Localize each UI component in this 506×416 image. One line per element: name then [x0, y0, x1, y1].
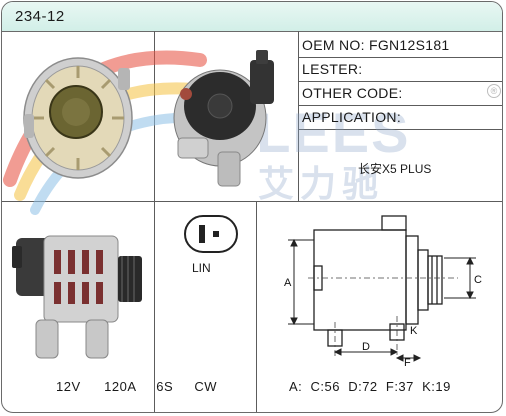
connector-label: LIN	[192, 261, 211, 275]
dim-label-a: A	[284, 277, 292, 289]
divider-info	[298, 31, 299, 201]
registered-mark-icon: ®	[487, 84, 501, 98]
alternator-side-photo	[12, 235, 142, 359]
divider-bottom-left	[154, 201, 155, 412]
spec-amperage: 120A	[104, 379, 137, 394]
oem-label: OEM NO:	[302, 37, 365, 53]
application-row: APPLICATION:	[302, 109, 401, 125]
part-number-title: 234-12	[15, 8, 65, 25]
row-line-2	[298, 81, 502, 82]
lin-connector-icon	[184, 215, 238, 253]
row-line-4	[298, 129, 502, 130]
spec-rotation: CW	[194, 379, 218, 394]
dim-label-f: F	[404, 357, 411, 368]
application-value: 长安X5 PLUS	[358, 162, 432, 176]
divider-middle	[2, 201, 502, 202]
row-line-1	[298, 57, 502, 58]
other-code-label: OTHER CODE:	[302, 85, 403, 101]
divider-left	[154, 31, 155, 201]
application-label: APPLICATION:	[302, 109, 402, 125]
oem-value: FGN12S181	[368, 37, 450, 53]
dimension-drawing: A C D F K	[284, 215, 482, 368]
dimensions-summary: A: C:56 D:72 F:37 K:19	[289, 379, 451, 394]
lester-label: LESTER:	[302, 61, 363, 77]
divider-bottom-right	[256, 201, 257, 412]
spec-voltage: 12V	[56, 379, 81, 394]
other-code-row: OTHER CODE:	[302, 85, 403, 101]
alternator-front-photo	[23, 57, 133, 179]
spec-pulley: 6S	[156, 379, 174, 394]
header-bar: 234-12	[2, 2, 502, 32]
dim-label-c: C	[474, 274, 482, 286]
alternator-back-photo	[173, 50, 274, 187]
oem-row: OEM NO: FGN12S181	[302, 37, 450, 53]
dim-label-d: D	[362, 341, 370, 353]
lester-row: LESTER:	[302, 61, 362, 77]
specs-row: 12V 120A 6S CW	[56, 379, 217, 394]
dim-label-k: K	[410, 325, 418, 337]
row-line-3	[298, 105, 502, 106]
